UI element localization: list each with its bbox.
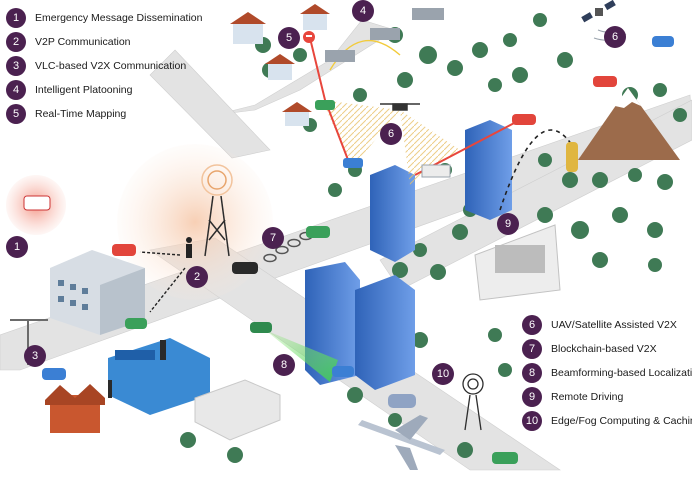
blue-car-far-east xyxy=(652,36,674,47)
remote-car xyxy=(566,142,578,172)
red-car-far-east xyxy=(593,76,617,87)
uav-coverage xyxy=(322,100,400,168)
north-road xyxy=(214,19,396,116)
legend-badge: 2 xyxy=(6,32,26,52)
legend-badge: 8 xyxy=(522,363,542,383)
map-marker-4: 4 xyxy=(352,0,374,22)
map-marker-10: 10 xyxy=(432,363,454,385)
green-car-factory xyxy=(125,318,147,329)
legend-item-mapping: 5 Real-Time Mapping xyxy=(6,104,126,124)
ambulance xyxy=(23,195,51,211)
legend-item-vlc: 3 VLC-based V2X Communication xyxy=(6,56,186,76)
black-car xyxy=(232,262,258,274)
blue-car-streetlight xyxy=(42,368,66,380)
mountain xyxy=(578,88,680,160)
legend-label: VLC-based V2X Communication xyxy=(35,60,187,72)
legend-badge: 3 xyxy=(6,56,26,76)
legend-label: Remote Driving xyxy=(551,391,624,403)
legend-label: Emergency Message Dissemination xyxy=(35,12,203,24)
map-marker-2: 2 xyxy=(186,266,208,288)
vehicles xyxy=(23,8,674,464)
map-marker-6-satellite: 6 xyxy=(604,26,626,48)
green-car-north xyxy=(315,100,335,110)
legend-item-v2p: 2 V2P Communication xyxy=(6,32,131,52)
truck-east xyxy=(421,164,451,178)
legend-badge: 4 xyxy=(6,80,26,100)
legend-label: Blockchain-based V2X xyxy=(551,343,657,355)
legend-label: Intelligent Platooning xyxy=(35,84,133,96)
uav-coverage-east xyxy=(400,110,460,185)
blue-car-north xyxy=(343,158,363,168)
legend-item-emergency: 1 Emergency Message Dissemination xyxy=(6,8,203,28)
legend-item-beamforming: 8 Beamforming-based Localization xyxy=(522,363,692,383)
satellite-link xyxy=(499,129,576,211)
red-car-west xyxy=(112,244,136,256)
legend-badge: 9 xyxy=(522,387,542,407)
map-marker-8: 8 xyxy=(273,354,295,376)
map-marker-1: 1 xyxy=(6,236,28,258)
edge-tower xyxy=(462,373,484,431)
green-car-beam xyxy=(250,322,272,333)
legend-badge: 7 xyxy=(522,339,542,359)
legend-label: Real-Time Mapping xyxy=(35,108,127,120)
legend-label: Beamforming-based Localization xyxy=(551,367,692,379)
low-buildings xyxy=(194,379,281,441)
legend-label: Edge/Fog Computing & Caching xyxy=(551,415,692,427)
map-marker-3: 3 xyxy=(24,345,46,367)
factory xyxy=(108,338,210,415)
map-pin xyxy=(303,31,315,43)
legend-label: V2P Communication xyxy=(35,36,131,48)
legend-badge: 1 xyxy=(6,8,26,28)
remote-driving-room xyxy=(474,224,561,301)
blue-car-beam xyxy=(332,366,354,377)
legend-badge: 10 xyxy=(522,411,542,431)
legend-item-blockchain: 7 Blockchain-based V2X xyxy=(522,339,657,359)
beamforming-beam xyxy=(265,330,338,382)
legend-item-uav: 6 UAV/Satellite Assisted V2X xyxy=(522,315,677,335)
truck-1 xyxy=(325,50,355,62)
map-marker-6-uav: 6 xyxy=(380,123,402,145)
drone xyxy=(380,103,420,111)
airplane xyxy=(358,415,445,470)
legend-label: UAV/Satellite Assisted V2X xyxy=(551,319,677,331)
truck-3 xyxy=(412,8,444,20)
map-marker-7: 7 xyxy=(262,227,284,249)
green-car-edge xyxy=(492,452,518,464)
map-marker-9: 9 xyxy=(497,213,519,235)
legend-badge: 5 xyxy=(6,104,26,124)
truck-2 xyxy=(370,28,400,40)
houses xyxy=(45,4,330,433)
pedestrian xyxy=(186,237,192,258)
v2p-arrow-car xyxy=(139,251,181,256)
red-car-east xyxy=(512,114,536,125)
green-car-chain xyxy=(306,226,330,238)
legend-item-platooning: 4 Intelligent Platooning xyxy=(6,80,133,100)
legend-item-edge: 10 Edge/Fog Computing & Caching xyxy=(522,411,692,431)
legend-item-remote: 9 Remote Driving xyxy=(522,387,623,407)
legend-badge: 6 xyxy=(522,315,542,335)
legend-panel-right xyxy=(518,310,688,432)
map-marker-5: 5 xyxy=(278,27,300,49)
grey-car-edge xyxy=(388,394,416,408)
v2p-coverage-halo xyxy=(117,144,273,300)
v2p-arrow-factory xyxy=(149,267,186,313)
cell-tower xyxy=(201,164,233,257)
